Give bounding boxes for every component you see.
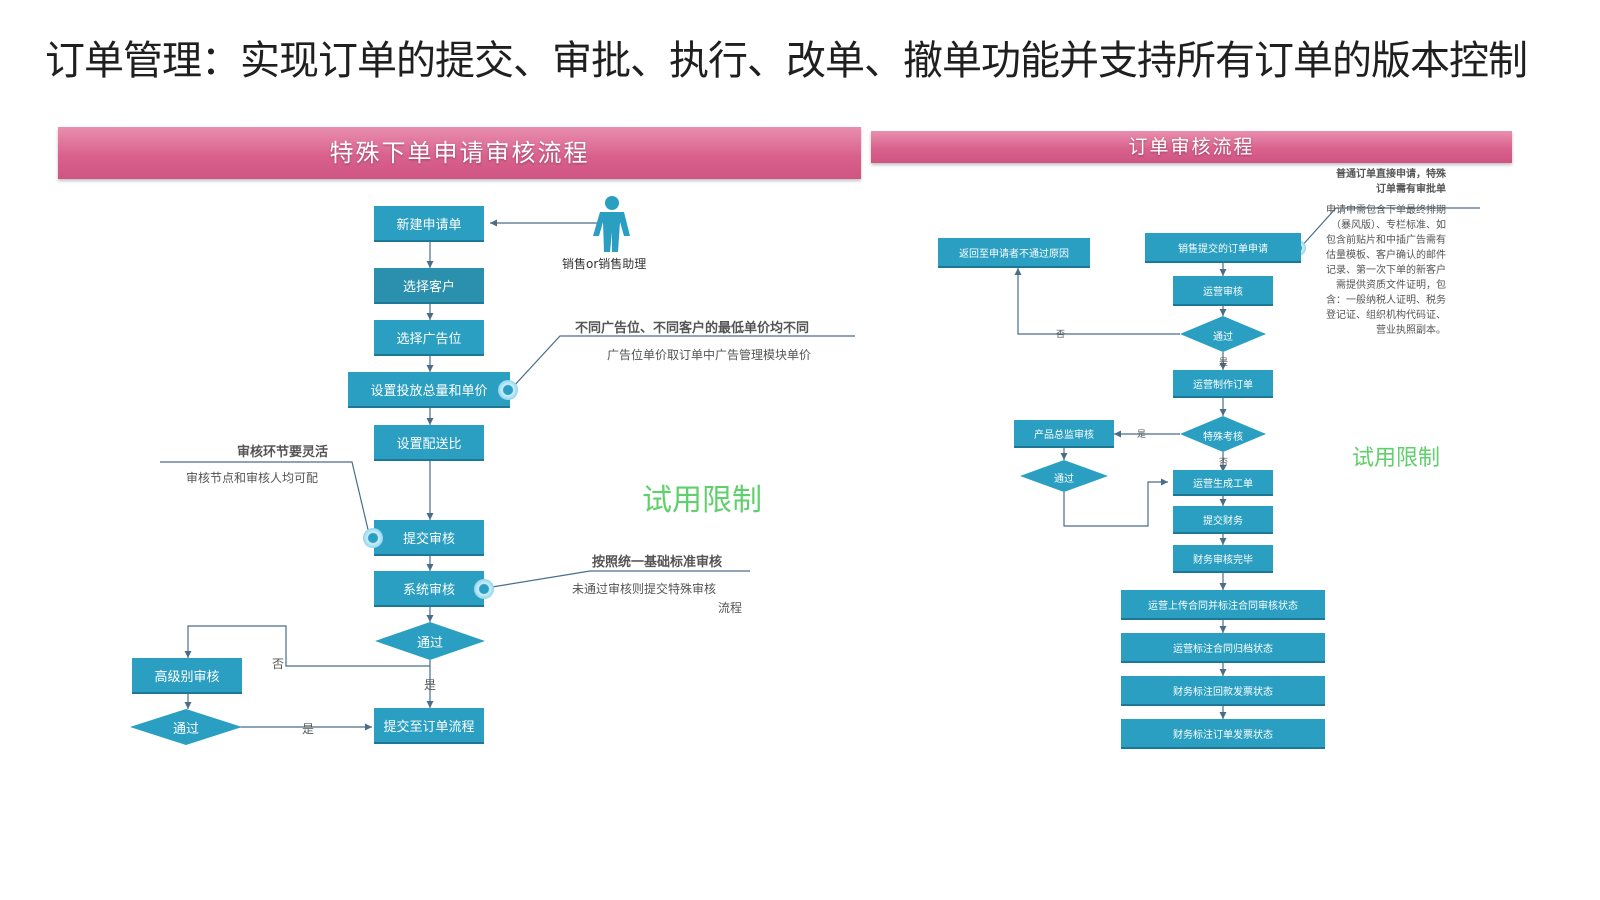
right-step-archive-contract: 运营标注合同归档状态 [1121, 633, 1325, 663]
right-note-line: 营业执照副本。 [1376, 325, 1446, 336]
note-standard-title: 按照统一基础标准审核 [592, 555, 723, 570]
note-flex-title: 审核环节要灵活 [237, 445, 329, 460]
right-edge-no-2: 否 [1219, 458, 1229, 468]
right-ops-make-order: 运营制作订单 [1173, 370, 1273, 398]
right-pass-label: 通过 [1213, 332, 1233, 343]
note-standard-body-1: 未通过审核则提交特殊审核 [572, 582, 717, 596]
left-flow-banner: 特殊下单申请审核流程 [58, 127, 861, 179]
right-edge-yes-2: 是 [1137, 430, 1147, 440]
right-decision-pass-2 [1020, 460, 1108, 492]
note-price-title: 不同广告位、不同客户的最低单价均不同 [575, 321, 810, 336]
actor-label: 销售or销售助理 [562, 257, 647, 271]
right-ops-review: 运营审核 [1173, 276, 1273, 306]
right-pass-2-label: 通过 [1054, 474, 1074, 485]
watermark-left: 试用限制 [642, 483, 762, 518]
step-system-review: 系统审核 [374, 571, 484, 607]
right-edge-no: 否 [1056, 330, 1066, 340]
edge-yes-label: 是 [424, 678, 437, 692]
step-set-volume-price: 设置投放总量和单价 [348, 372, 510, 408]
right-note-line: 估量模板、客户确认的邮件 [1326, 250, 1446, 261]
step-senior-review: 高级别审核 [132, 658, 242, 694]
watermark-right: 试用限制 [1352, 446, 1441, 471]
right-banner-title: 订单审核流程 [1128, 136, 1255, 158]
right-note-line: 含：一般纳税人证明、税务 [1326, 295, 1446, 306]
right-note-line: 需提供资质文件证明，包 [1336, 280, 1446, 291]
right-flow-banner: 订单审核流程 [871, 131, 1512, 163]
right-return-box: 返回至申请者不通过原因 [938, 238, 1090, 268]
step-submit-order-flow: 提交至订单流程 [374, 708, 484, 744]
step-submit-review: 提交审核 [374, 520, 484, 556]
right-edge-yes: 是 [1219, 358, 1229, 368]
right-note-line: 记录、第一次下单的新客户 [1326, 265, 1446, 276]
person-icon [593, 196, 630, 252]
step-new-request: 新建申请单 [374, 206, 484, 242]
step-select-client: 选择客户 [374, 268, 484, 304]
left-banner-title: 特殊下单申请审核流程 [329, 139, 590, 167]
note-flex-body: 审核节点和审核人均可配 [186, 471, 319, 485]
right-step-payment-invoice: 财务标注回款发票状态 [1121, 676, 1325, 706]
right-decision-special [1180, 416, 1266, 452]
right-step-upload-contract: 运营上传合同并标注合同审核状态 [1121, 590, 1325, 620]
right-special-label: 特殊考核 [1203, 432, 1243, 443]
step-set-ratio: 设置配送比 [374, 425, 484, 461]
right-note-heading-line: 订单需有审批单 [1376, 184, 1446, 195]
page-title: 订单管理：实现订单的提交、审批、执行、改单、撤单功能并支持所有订单的版本控制 [45, 38, 1528, 84]
note-price-body: 广告位单价取订单中广告管理模块单价 [607, 348, 812, 362]
note-dot-icon [363, 528, 383, 548]
right-decision-pass [1180, 316, 1266, 352]
right-note-line: 包含前贴片和中插广告需有 [1326, 235, 1446, 246]
right-step-finance-done: 财务审核完毕 [1173, 545, 1273, 573]
decision-pass-label: 通过 [416, 636, 443, 651]
note-dot-icon [498, 380, 518, 400]
right-note-line: （暴风版）、专栏标准、如 [1331, 220, 1446, 231]
decision-pass-2-label: 通过 [172, 722, 199, 737]
right-note-heading: 普通订单直接申请，特殊 订单需有审批单 [1296, 167, 1446, 197]
right-note-line: 登记证、组织机构代码证、 [1326, 310, 1446, 321]
right-product-review: 产品总监审核 [1014, 420, 1114, 448]
note-standard-body-2: 流程 [718, 601, 743, 615]
right-sales-submit: 销售提交的订单申请 [1145, 233, 1301, 263]
right-step-work-order: 运营生成工单 [1173, 470, 1273, 496]
edge-yes-2-label: 是 [302, 722, 315, 736]
right-step-order-invoice: 财务标注订单发票状态 [1121, 719, 1325, 749]
right-step-submit-finance: 提交财务 [1173, 506, 1273, 534]
right-note-body: 申请中需包含下单最终排期 （暴风版）、专栏标准、如 包含前贴片和中插广告需有 估… [1306, 203, 1446, 338]
step-select-ad-slot: 选择广告位 [374, 320, 484, 356]
decision-diamond-pass [375, 622, 485, 660]
note-dot-icon [474, 579, 494, 599]
decision-diamond-pass-2 [130, 709, 242, 745]
edge-no-label: 否 [272, 657, 285, 671]
right-note-line: 申请中需包含下单最终排期 [1326, 205, 1446, 216]
right-note-heading-line: 普通订单直接申请，特殊 [1336, 169, 1446, 180]
